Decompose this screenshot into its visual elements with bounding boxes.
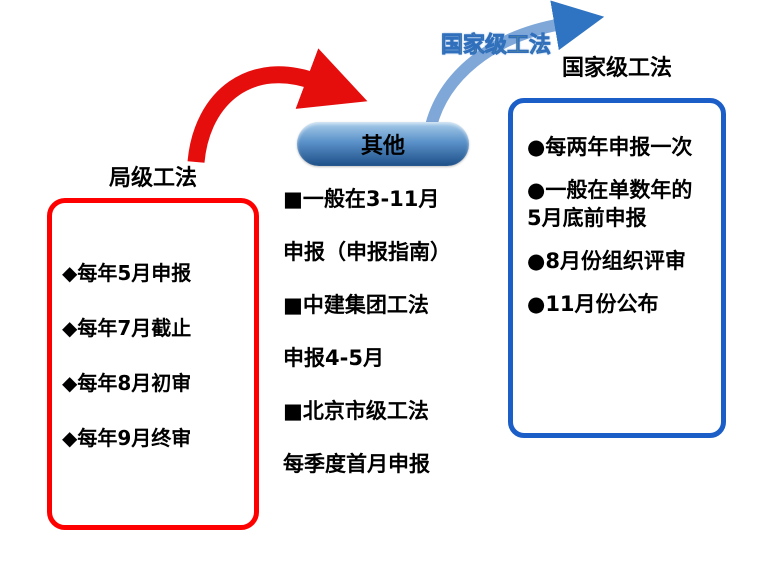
middle-list-line: ■一般在3-11月 [283,187,440,211]
arrow-label-national: 国家级工法 [441,33,552,59]
middle-list-line: 申报4-5月 [283,346,384,370]
right-box-item: ●11月份公布 [527,292,659,316]
middle-list: ■一般在3-11月 申报（申报指南） ■中建集团工法 申报4-5月 ■北京市级工… [283,184,515,502]
right-box-item: ●每两年申报一次 [527,135,693,159]
red-curved-arrow [187,48,368,163]
other-pill: 其他 [297,122,469,166]
middle-list-line: 申报（申报指南） [283,240,451,264]
middle-list-line: ■北京市级工法 [283,399,429,423]
middle-list-line: ■中建集团工法 [283,293,429,317]
left-box-item: ◆每年9月终审 [62,426,192,450]
right-box: ●每两年申报一次 ●一般在单数年的5月底前申报 ●8月份组织评审 ●11月份公布 [508,98,726,438]
right-box-title: 国家级工法 [561,56,672,81]
right-box-item: ●一般在单数年的5月底前申报 [527,178,693,230]
left-box-title: 局级工法 [108,166,197,191]
middle-list-line: 每季度首月申报 [283,452,430,476]
left-box: ◆每年5月申报 ◆每年7月截止 ◆每年8月初审 ◆每年9月终审 [47,198,259,530]
left-box-item: ◆每年5月申报 [62,261,192,285]
left-box-item: ◆每年8月初审 [62,371,192,395]
left-box-item: ◆每年7月截止 [62,316,192,340]
blue-curved-arrow [424,0,605,136]
right-box-item: ●8月份组织评审 [527,249,686,273]
